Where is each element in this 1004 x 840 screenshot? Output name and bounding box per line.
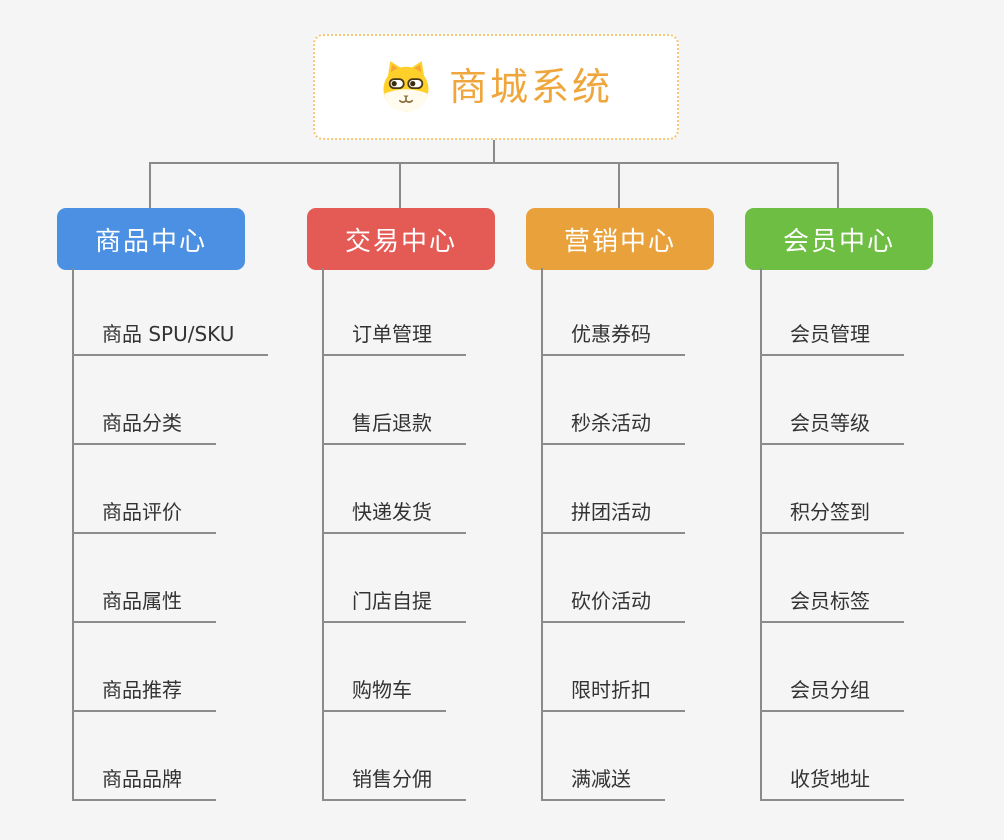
leaf-node[interactable]: 满减送	[541, 768, 665, 801]
leaf-node[interactable]: 销售分佣	[322, 768, 466, 801]
leaf-node[interactable]: 售后退款	[322, 412, 466, 445]
branch-column-trade: 交易中心 订单管理 售后退款 快递发货 门店自提 购物车 销售分佣	[307, 0, 567, 840]
leaf-node[interactable]: 购物车	[322, 679, 446, 712]
leaf-node[interactable]: 砍价活动	[541, 590, 685, 623]
connector-branch-stub	[618, 162, 620, 209]
branch-header-marketing-center[interactable]: 营销中心	[526, 208, 714, 270]
leaf-node[interactable]: 秒杀活动	[541, 412, 685, 445]
leaf-node[interactable]: 快递发货	[322, 501, 466, 534]
leaf-node[interactable]: 收货地址	[760, 768, 904, 801]
connector-branch-vertical	[760, 268, 762, 801]
leaf-node[interactable]: 商品分类	[72, 412, 216, 445]
leaf-node[interactable]: 积分签到	[760, 501, 904, 534]
leaf-node[interactable]: 拼团活动	[541, 501, 685, 534]
branch-column-marketing: 营销中心 优惠券码 秒杀活动 拼团活动 砍价活动 限时折扣 满减送	[526, 0, 786, 840]
root-node[interactable]: 商城系统	[313, 34, 679, 140]
root-title: 商城系统	[448, 65, 613, 109]
leaf-node[interactable]: 商品评价	[72, 501, 216, 534]
branch-column-member: 会员中心 会员管理 会员等级 积分签到 会员标签 会员分组 收货地址	[745, 0, 1004, 840]
branch-column-product: 商品中心 商品 SPU/SKU 商品分类 商品评价 商品属性 商品推荐 商品品牌	[57, 0, 317, 840]
leaf-node[interactable]: 商品属性	[72, 590, 216, 623]
branch-header-member-center[interactable]: 会员中心	[745, 208, 933, 270]
connector-horizontal	[149, 162, 839, 164]
leaf-node[interactable]: 会员等级	[760, 412, 904, 445]
leaf-node[interactable]: 会员管理	[760, 323, 904, 356]
leaf-node[interactable]: 会员分组	[760, 679, 904, 712]
leaf-node[interactable]: 商品 SPU/SKU	[72, 323, 269, 356]
connector-branch-stub	[837, 162, 839, 209]
connector-branch-stub	[149, 162, 151, 209]
connector-root-stub	[493, 140, 495, 164]
leaf-node[interactable]: 订单管理	[322, 323, 466, 356]
dog-face-icon	[383, 61, 429, 112]
connector-branch-stub	[399, 162, 401, 209]
leaf-node[interactable]: 商品品牌	[72, 768, 216, 801]
leaf-node[interactable]: 会员标签	[760, 590, 904, 623]
connector-branch-vertical	[541, 268, 543, 801]
leaf-node[interactable]: 优惠券码	[541, 323, 685, 356]
connector-branch-vertical	[72, 268, 74, 801]
connector-branch-vertical	[322, 268, 324, 801]
branch-header-product-center[interactable]: 商品中心	[57, 208, 245, 270]
leaf-node[interactable]: 商品推荐	[72, 679, 216, 712]
leaf-node[interactable]: 限时折扣	[541, 679, 685, 712]
leaf-node[interactable]: 门店自提	[322, 590, 466, 623]
branch-header-trade-center[interactable]: 交易中心	[307, 208, 495, 270]
